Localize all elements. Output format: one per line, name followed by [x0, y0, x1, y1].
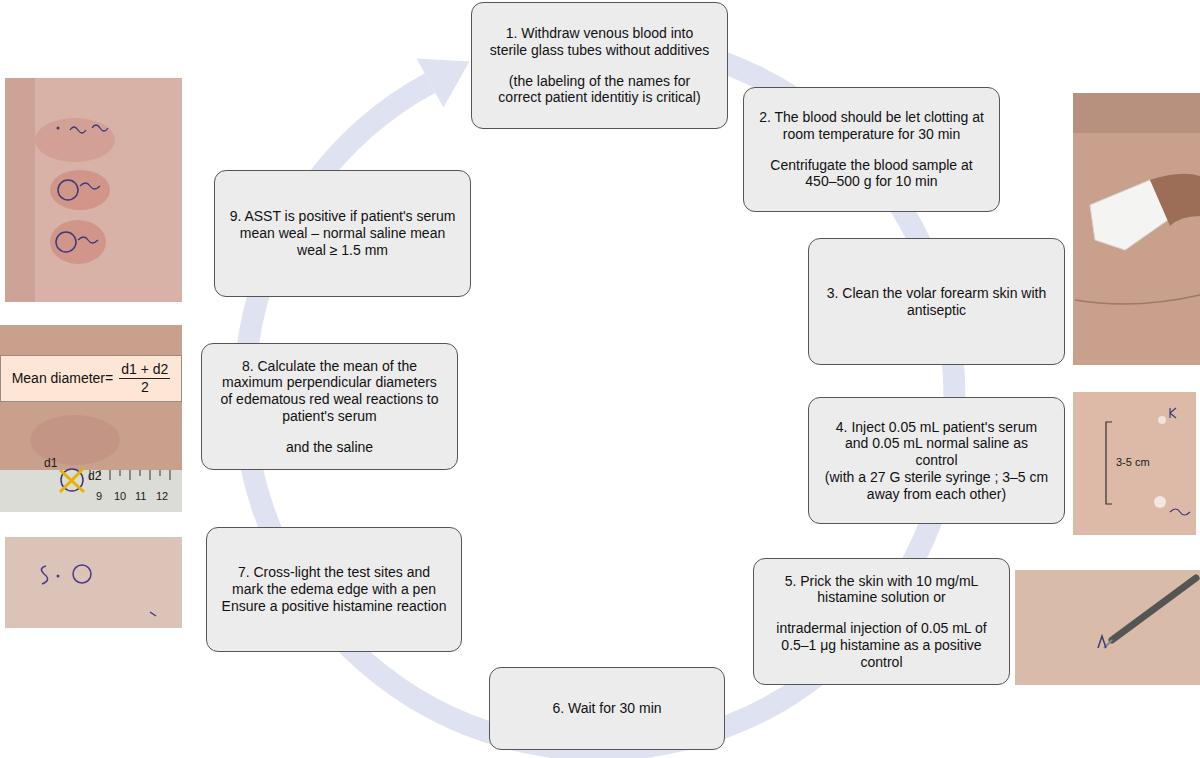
ruler-number: 10 [114, 490, 126, 502]
step-text: 2. The blood should be let clotting at r… [758, 109, 985, 143]
step-box: 3. Clean the volar forearm skin with ant… [808, 238, 1065, 365]
diameter-label: d1 [44, 457, 57, 470]
pen-mark [58, 180, 78, 200]
distance-label: 3-5 cm [1116, 456, 1150, 468]
step-text: 5. Prick the skin with 10 mg/mL histamin… [768, 573, 995, 607]
pen-dot [57, 127, 60, 130]
formula-box: Mean diameter= d1 + d22 [0, 355, 182, 402]
skin-shadow [1073, 93, 1200, 133]
step-text: 3. Clean the volar forearm skin with ant… [823, 285, 1050, 319]
step-box: 1. Withdraw venous blood into sterile gl… [471, 2, 728, 129]
skin-area [1073, 93, 1200, 365]
marked-skin-photo [5, 537, 182, 628]
skin-area [5, 78, 182, 302]
forearm-photo [5, 78, 182, 302]
weal-redness [30, 415, 120, 465]
step-text: 1. Withdraw venous blood into sterile gl… [486, 25, 713, 59]
step-box: 2. The blood should be let clotting at r… [743, 87, 1000, 212]
diameter-cross [60, 468, 84, 492]
step-text: 8. Calculate the mean of the maximum per… [216, 358, 443, 425]
pen-scribble [41, 566, 47, 584]
diameter-label: d2 [88, 470, 101, 483]
step-box: 6. Wait for 30 min [489, 667, 725, 750]
prick-test-photo [1015, 570, 1200, 685]
pen-mark [73, 565, 91, 583]
ruler-number: 9 [96, 490, 102, 502]
pen-mark [1098, 636, 1106, 648]
pen-mark [61, 469, 83, 491]
injection-sites-photo [1073, 392, 1196, 535]
ruler-photo [0, 325, 182, 512]
step-box: 4. Inject 0.05 mL patient's serum and 0.… [808, 397, 1065, 524]
hand [1150, 174, 1200, 226]
step-note: (the labeling of the names for correct p… [486, 73, 713, 107]
weal-redness [50, 220, 106, 264]
step-note: Ensure a positive histamine reaction [222, 598, 447, 615]
step-text: 6. Wait for 30 min [552, 700, 661, 717]
step-box: 5. Prick the skin with 10 mg/mL histamin… [753, 558, 1010, 685]
injection-bleb [1154, 496, 1166, 508]
pen-scribble [1170, 509, 1190, 515]
ruler [0, 470, 182, 512]
step-note: Centrifugate the blood sample at 450–500… [758, 157, 985, 191]
step-text: 7. Cross-light the test sites and mark t… [221, 564, 447, 598]
injection-bleb [1158, 416, 1166, 424]
formula-label: Mean diameter= [12, 370, 114, 387]
lancet-pen [1112, 578, 1196, 640]
pen-scribble [150, 612, 156, 616]
step-note: and the saline [286, 439, 373, 456]
pen-scribble [70, 125, 108, 133]
fraction: d1 + d22 [119, 361, 170, 396]
pen-scribble [1170, 408, 1176, 418]
step-text: 4. Inject 0.05 mL patient's serum and 0.… [823, 419, 1050, 469]
ruler-number: 12 [156, 490, 168, 502]
skin-area [1015, 570, 1200, 685]
step-text: 9. ASST is positive if patient's serum m… [229, 208, 456, 258]
step-note: intradermal injection of 0.05 mL of 0.5–… [768, 620, 995, 670]
skin-area [5, 537, 182, 628]
wrist-crease [1075, 295, 1200, 304]
pen-mark [56, 232, 76, 252]
distance-bracket [1106, 422, 1112, 504]
ruler-number: 11 [135, 490, 146, 502]
step-box: 9. ASST is positive if patient's serum m… [214, 170, 471, 297]
weal-redness [50, 170, 110, 210]
ruler-ticks [90, 470, 170, 480]
fraction-numerator: d1 + d2 [119, 361, 170, 379]
cycle-arrowhead [417, 58, 470, 107]
skin-shadow [5, 78, 35, 302]
step-note: (with a 27 G sterile syringe ; 3–5 cm aw… [823, 469, 1050, 503]
skin-area [0, 325, 182, 512]
step-box: 8. Calculate the mean of the maximum per… [201, 343, 458, 470]
step-box: 7. Cross-light the test sites and mark t… [206, 527, 462, 652]
cleaning-photo [1073, 93, 1200, 365]
pen-scribble [78, 183, 100, 243]
weal-redness [35, 118, 115, 162]
fraction-denominator: 2 [139, 379, 151, 396]
pen-dot [57, 575, 60, 578]
skin-area [1073, 392, 1196, 535]
